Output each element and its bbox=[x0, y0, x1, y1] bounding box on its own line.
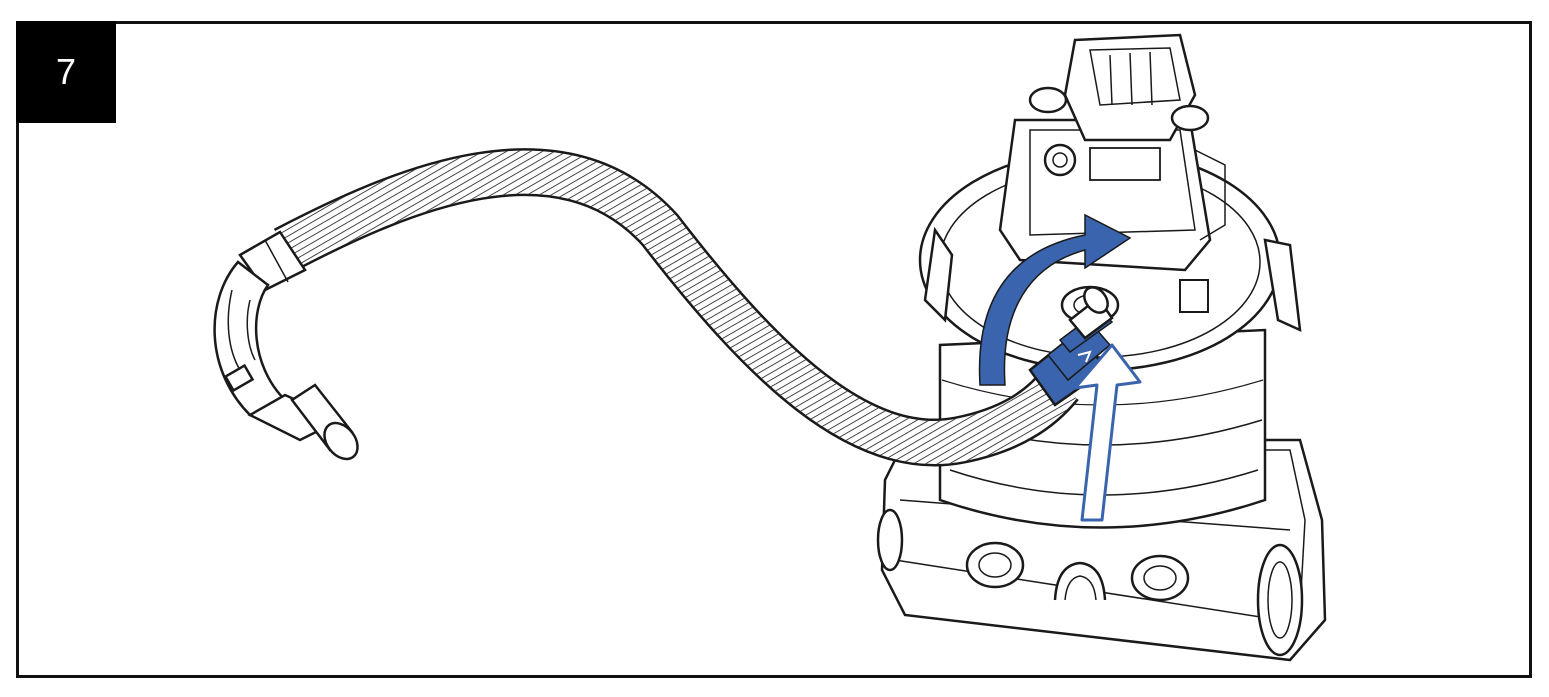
motor-head bbox=[998, 118, 1226, 272]
display-panel bbox=[1089, 147, 1161, 181]
rotate-clockwise-icon bbox=[978, 213, 1132, 386]
carry-handle bbox=[1028, 33, 1210, 142]
hose-connector bbox=[1028, 286, 1114, 407]
hose-handle bbox=[213, 230, 359, 461]
air-slider bbox=[223, 363, 255, 393]
push-up-arrow-icon bbox=[1073, 343, 1142, 522]
accessory-holders bbox=[965, 541, 1190, 602]
lid-clip-left bbox=[923, 226, 954, 323]
lid-clip-right bbox=[1263, 238, 1302, 333]
front-wheel-icon bbox=[876, 508, 904, 572]
step-number-badge: 7 bbox=[16, 21, 116, 123]
vacuum-cleaner bbox=[876, 33, 1327, 662]
flexible-hose bbox=[273, 148, 1079, 467]
